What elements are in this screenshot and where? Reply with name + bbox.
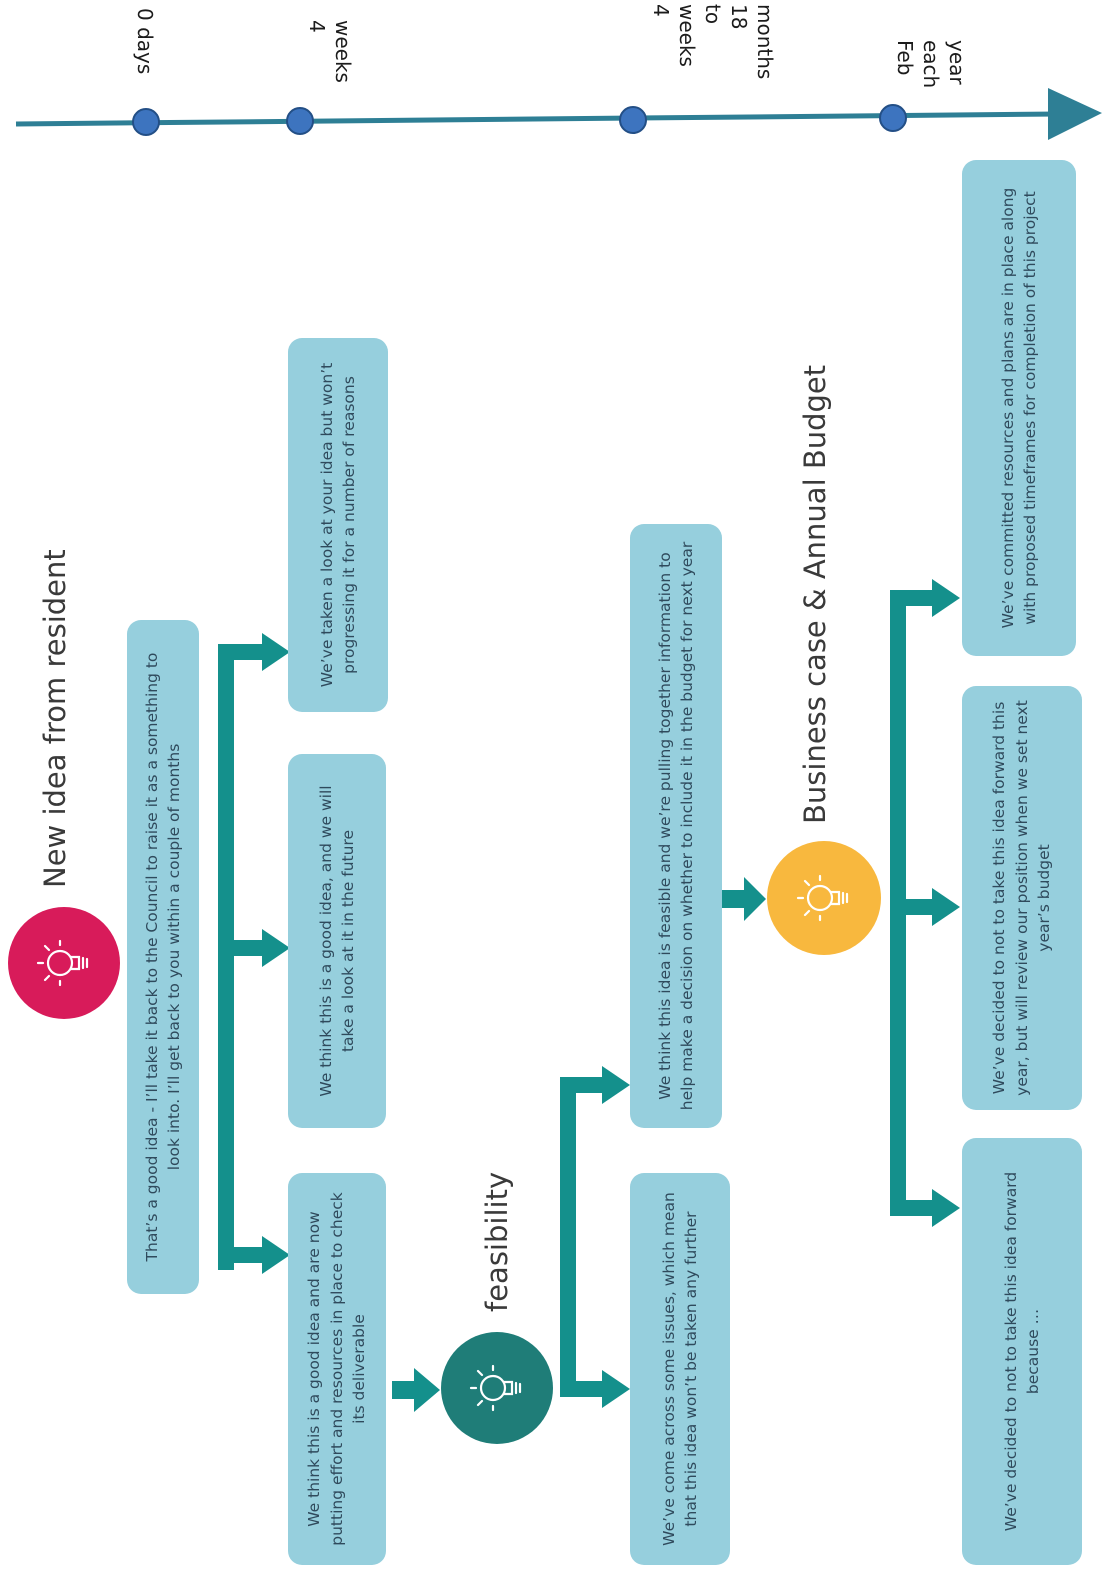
stage-circle-feasibility [441, 1332, 553, 1444]
branch-future [218, 940, 266, 956]
box-declined-because-text: We’ve decided to not to take this idea f… [1001, 1171, 1042, 1532]
box-review-next-year [962, 686, 1082, 1110]
branch-declined [890, 1200, 936, 1216]
arrowhead-to-business [744, 877, 766, 921]
lightbulb-icon [469, 1364, 522, 1412]
tick-line: 18 [727, 4, 751, 30]
tick-label-0-days: 0 days [132, 8, 158, 88]
stage-title-feasibility: feasibility [480, 1171, 514, 1312]
branch-not-progressing [218, 644, 266, 660]
arrowhead-future [262, 929, 290, 967]
box-not-progressing-text: We’ve taken a look at your idea but won’… [317, 362, 358, 688]
arrow-to-feasibility [392, 1381, 418, 1399]
timeline-dot-4-weeks-to-18-months [619, 106, 647, 134]
timeline-axis [15, 88, 1102, 140]
stage-title-business-case: Business case & Annual Budget [798, 364, 832, 824]
box-initial-response-text: That’s a good idea - I’ll take it back t… [142, 652, 183, 1262]
tick-line: each [919, 40, 943, 89]
arrowhead-to-feasibility [414, 1368, 440, 1412]
box-declined-because [962, 1138, 1082, 1565]
box-look-in-future [288, 754, 386, 1128]
box-initial-response [127, 620, 199, 1294]
tick-label-4-weeks: weeks 4 [304, 20, 356, 100]
tick-line: weeks [675, 4, 699, 67]
stage-title-new-idea: New idea from resident [38, 549, 72, 888]
timeline-arrowhead [1048, 88, 1102, 140]
tick-line: to [701, 4, 725, 25]
tick-line: Feb [893, 40, 917, 76]
box-not-progressing [288, 338, 388, 712]
box-checking-deliverable [288, 1173, 386, 1565]
stage-circle-business-case [767, 841, 881, 955]
box-issues-found-text: We’ve come across some issues, which mea… [659, 1192, 700, 1546]
tick-line: months [753, 4, 777, 80]
branch-committed [890, 590, 936, 606]
arrowhead-not-progressing [262, 633, 290, 671]
tick-label-feb-each-year: year each Feb [892, 40, 970, 110]
connector-arrows [218, 579, 960, 1412]
box-look-in-future-text: We think this is a good idea, and we wil… [316, 785, 357, 1097]
timeline-dot-feb-each-year [879, 104, 907, 132]
box-feasible-text: We think this idea is feasible and we’re… [655, 541, 696, 1111]
arrowhead-feasible [602, 1066, 630, 1104]
timeline-dot-0-days [132, 108, 160, 136]
box-committed-text: We’ve committed resources and plans are … [998, 187, 1039, 629]
tick-line: 4 [305, 20, 329, 33]
arrowhead-checking [262, 1236, 290, 1274]
box-checking-deliverable-text: We think this is a good idea and are now… [305, 1192, 369, 1546]
lightbulb-icon [36, 939, 89, 987]
arrowhead-review [932, 888, 960, 926]
tick-label-4-weeks-to-18-months: months 18 to weeks 4 [648, 4, 778, 90]
arrowhead-committed [932, 579, 960, 617]
trunk-feasibility [560, 1077, 576, 1397]
branch-issues [560, 1381, 606, 1397]
tick-line: weeks [331, 20, 355, 83]
stage-circle-new-idea [8, 907, 120, 1019]
branch-checking [218, 1247, 266, 1263]
trunk-stage1 [218, 644, 234, 1270]
arrow-to-business [722, 890, 748, 908]
arrowhead-declined [932, 1189, 960, 1227]
lightbulb-icon [796, 874, 849, 922]
box-review-next-year-text: We’ve decided to not to take this idea f… [990, 700, 1054, 1096]
tick-line: 0 days [133, 8, 157, 75]
branch-review [890, 899, 936, 915]
box-issues-found [630, 1173, 730, 1565]
arrowhead-issues [602, 1370, 630, 1408]
branch-feasible [560, 1077, 606, 1093]
tick-line: 4 [649, 4, 673, 17]
box-committed [962, 160, 1076, 656]
timeline-dot-4-weeks [286, 107, 314, 135]
box-feasible [630, 524, 722, 1128]
tick-line: year [945, 40, 969, 85]
